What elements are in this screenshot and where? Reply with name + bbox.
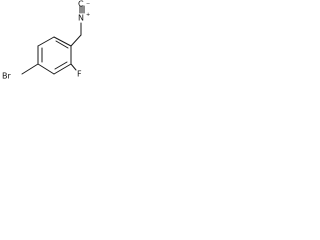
- bromine-label: Br: [2, 72, 11, 81]
- isocyanide-carbon-label: C: [78, 0, 84, 9]
- bromine-bond: [21, 63, 39, 75]
- ring-bond-1: [53, 36, 72, 47]
- nitrogen-charge-label: +: [86, 12, 90, 18]
- ring-bond-4: [37, 63, 55, 75]
- ring-bond-6: [37, 36, 55, 47]
- ch2-bond: [70, 34, 82, 47]
- benzene-ring: [37, 36, 72, 75]
- ring-bond-3: [53, 63, 72, 75]
- fluorine-label: F: [77, 70, 82, 79]
- ring-double-bond-b: [54, 61, 68, 70]
- fluorine-bond: [70, 63, 77, 71]
- carbon-charge-label: −: [86, 1, 90, 7]
- isocyanide-nitrogen-label: N: [78, 14, 84, 23]
- chemical-structure: C − N + F Br: [2, 0, 90, 81]
- ring-double-bond-a: [55, 40, 69, 49]
